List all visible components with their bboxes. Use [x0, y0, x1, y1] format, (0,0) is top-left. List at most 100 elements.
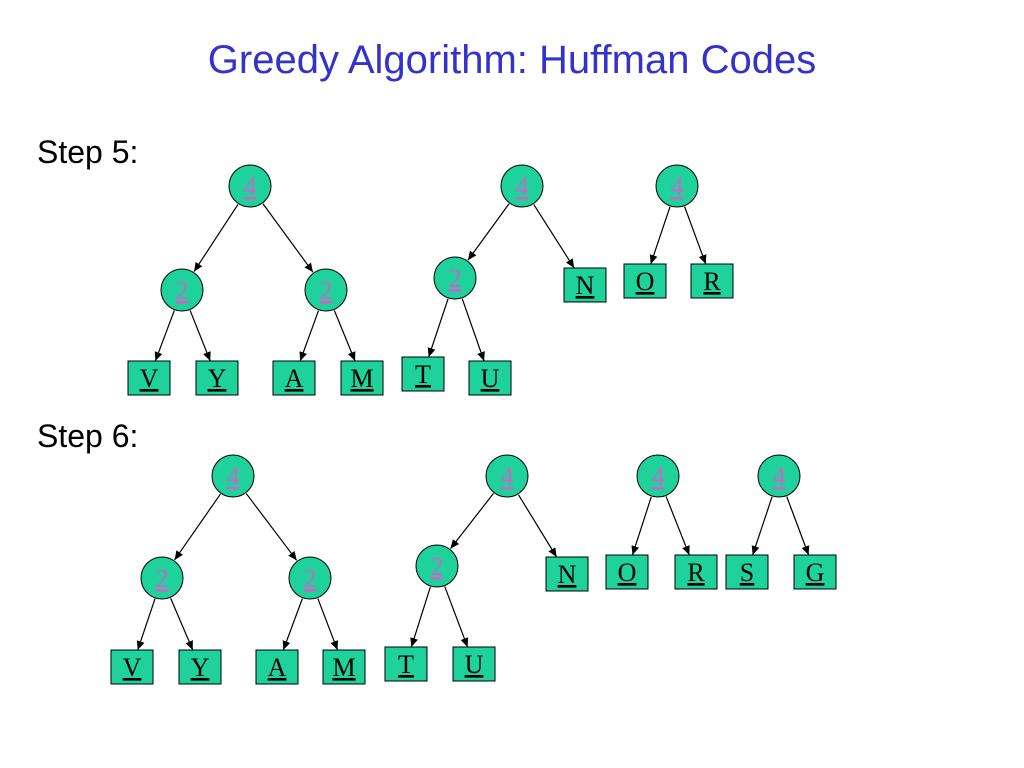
leaf-symbol-label: Y	[191, 653, 210, 682]
leaf-box-shape	[401, 356, 445, 392]
tree-edge-arrow	[333, 310, 356, 362]
node-circle-shape	[433, 256, 477, 300]
leaf-box-shape	[468, 360, 512, 396]
tree-node-circle: 2	[288, 556, 332, 600]
leaf-box-shape	[195, 360, 239, 396]
tree-edge-arrow	[517, 494, 558, 558]
leaf-node-box: G	[793, 554, 837, 590]
node-circle-shape	[304, 268, 348, 312]
tree-edge-arrow	[461, 298, 485, 362]
node-weight-label: 2	[449, 264, 462, 293]
leaf-node-box: U	[468, 360, 512, 396]
leaf-symbol-label: S	[740, 558, 754, 587]
tree-edge-arrow	[467, 203, 510, 261]
leaf-symbol-label: R	[687, 558, 705, 587]
tree-edge-arrow	[189, 310, 211, 362]
tree-edge-arrow	[245, 493, 298, 561]
node-circle-shape	[160, 268, 204, 312]
leaf-node-box: V	[110, 649, 154, 685]
leaf-box-shape	[690, 263, 734, 299]
leaf-box-shape	[674, 554, 718, 590]
leaf-node-box: M	[322, 649, 366, 685]
leaf-symbol-label: N	[558, 560, 577, 589]
leaf-symbol-label: T	[398, 650, 414, 679]
tree-edge-arrow	[631, 496, 652, 556]
leaf-box-shape	[322, 649, 366, 685]
leaf-box-shape	[563, 267, 607, 303]
node-circle-shape	[655, 164, 699, 208]
node-weight-label: 4	[244, 172, 257, 201]
leaf-node-box: O	[605, 554, 649, 590]
tree-edge-arrow	[665, 496, 690, 556]
leaf-box-shape	[452, 646, 496, 682]
tree-node-circle: 4	[655, 164, 699, 208]
leaf-box-shape	[623, 263, 667, 299]
tree-node-circle: 4	[485, 454, 529, 498]
leaf-box-shape	[110, 649, 154, 685]
tree-edge-arrow	[444, 586, 469, 648]
leaf-node-box: M	[340, 360, 384, 396]
edges-layer	[136, 203, 810, 651]
leaf-node-box: N	[545, 556, 589, 592]
leaf-symbol-label: R	[703, 267, 721, 296]
leaf-box-shape	[384, 646, 428, 682]
tree-node-circle: 2	[140, 556, 184, 600]
tree-edge-arrow	[450, 492, 494, 550]
node-weight-label: 4	[501, 462, 514, 491]
node-weight-label: 4	[227, 462, 240, 491]
tree-node-circle: 2	[433, 256, 477, 300]
leaf-symbol-label: U	[465, 650, 484, 679]
leaf-box-shape	[127, 360, 171, 396]
leaf-node-box: O	[623, 263, 667, 299]
leaf-node-box: A	[255, 649, 299, 685]
node-weight-label: 4	[516, 172, 529, 201]
node-weight-label: 4	[671, 172, 684, 201]
leaf-symbol-label: G	[806, 558, 825, 587]
tree-node-circle: 2	[415, 544, 459, 588]
tree-edge-arrow	[786, 496, 810, 556]
leaf-node-box: A	[272, 360, 316, 396]
tree-node-circle: 2	[160, 268, 204, 312]
tree-edge-arrow	[533, 204, 575, 269]
node-weight-label: 4	[652, 462, 665, 491]
leaf-symbol-label: O	[618, 558, 637, 587]
tree-edge-arrow	[684, 206, 707, 265]
leaf-node-box: R	[690, 263, 734, 299]
tree-node-circle: 4	[757, 454, 801, 498]
tree-edge-arrow	[299, 310, 320, 362]
leaf-node-box: Y	[195, 360, 239, 396]
leaf-symbol-label: A	[285, 364, 304, 393]
tree-node-circle: 4	[636, 454, 680, 498]
leaf-box-shape	[605, 554, 649, 590]
leaf-node-box: Y	[178, 649, 222, 685]
node-weight-label: 4	[773, 462, 786, 491]
leaf-box-shape	[725, 554, 769, 590]
leaf-symbol-label: Y	[208, 364, 227, 393]
tree-edge-arrow	[136, 598, 156, 651]
leaf-node-box: T	[384, 646, 428, 682]
node-weight-label: 2	[156, 564, 169, 593]
tree-edge-arrow	[317, 598, 339, 651]
tree-edge-arrow	[427, 298, 449, 358]
node-weight-label: 2	[176, 276, 189, 305]
node-circle-shape	[211, 454, 255, 498]
leaf-symbol-label: N	[576, 271, 595, 300]
step-5-label: Step 5:	[37, 134, 139, 170]
node-circle-shape	[757, 454, 801, 498]
leaf-symbol-label: A	[268, 653, 287, 682]
leaf-node-box: U	[452, 646, 496, 682]
tree-edge-arrow	[154, 310, 175, 362]
tree-edge-arrow	[262, 203, 314, 273]
leaf-box-shape	[793, 554, 837, 590]
leaf-node-box: V	[127, 360, 171, 396]
leaf-symbol-label: V	[140, 364, 159, 393]
tree-node-circle: 4	[500, 164, 544, 208]
node-circle-shape	[485, 454, 529, 498]
node-weight-label: 2	[320, 276, 333, 305]
node-circle-shape	[140, 556, 184, 600]
leaf-symbol-label: O	[636, 267, 655, 296]
leaf-node-box: S	[725, 554, 769, 590]
tree-edge-arrow	[649, 206, 671, 265]
leaf-symbol-label: T	[415, 360, 431, 389]
